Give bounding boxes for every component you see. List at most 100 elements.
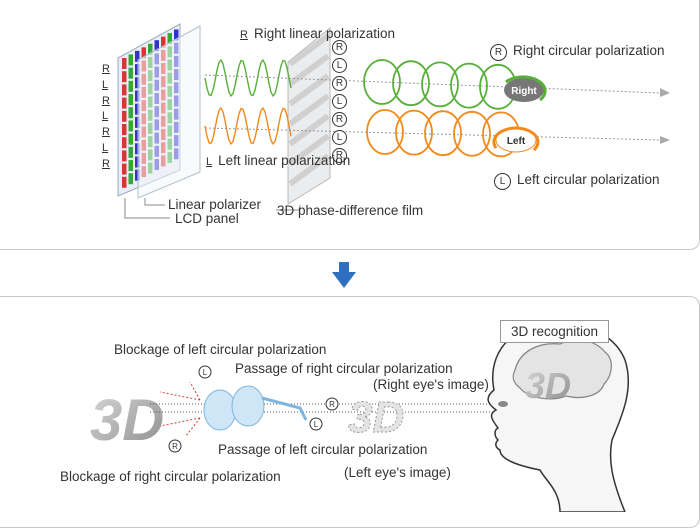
polarizer-leader bbox=[144, 198, 165, 206]
helix-loop bbox=[366, 109, 404, 155]
lcd-pixel bbox=[122, 58, 127, 69]
lcd-pixel bbox=[128, 173, 133, 185]
film-stripe bbox=[288, 113, 330, 147]
circle-marks: L R R L bbox=[168, 365, 339, 453]
right-eye-image-label: (Right eye's image) bbox=[373, 377, 489, 392]
3d-glasses bbox=[203, 385, 308, 431]
flow-arrow bbox=[332, 262, 356, 288]
helix-loop bbox=[395, 109, 433, 156]
lcd-pixel bbox=[128, 133, 133, 145]
lcd-pixel bbox=[128, 107, 133, 119]
lcd-polarization-panel bbox=[0, 0, 700, 250]
row-label: L bbox=[102, 110, 109, 123]
row-label: L bbox=[102, 141, 109, 154]
film-stripes bbox=[288, 33, 330, 187]
film-stripe bbox=[288, 153, 330, 187]
row-label: L bbox=[102, 78, 109, 91]
helix-loop bbox=[450, 62, 488, 109]
film-mark: L bbox=[332, 58, 347, 73]
svg-text:R: R bbox=[329, 400, 335, 409]
red-blocked-arrows bbox=[159, 381, 201, 437]
film-stripe bbox=[288, 73, 330, 107]
lcd-pixel bbox=[122, 97, 127, 109]
linear-polarizer bbox=[137, 25, 201, 199]
lcd-pixel bbox=[128, 80, 133, 92]
lcd-pixel bbox=[128, 67, 133, 79]
lcd-panel-label: LCD panel bbox=[175, 211, 239, 226]
film-mark: R bbox=[332, 40, 347, 55]
lcd-pixel bbox=[141, 47, 146, 59]
row-label: R bbox=[102, 157, 110, 170]
lcd-pixel bbox=[135, 90, 140, 102]
lcd-pixel bbox=[122, 150, 127, 162]
film-stripe bbox=[288, 53, 330, 87]
lcd-pixel bbox=[135, 143, 140, 155]
passage-left-label: Passage of left circular polarization bbox=[218, 442, 428, 457]
lcd-leader bbox=[124, 198, 170, 219]
lcd-pixel bbox=[122, 84, 127, 96]
lcd-pixel bbox=[135, 130, 140, 142]
svg-text:L: L bbox=[314, 420, 319, 429]
lcd-pixel bbox=[135, 103, 140, 115]
left-badge: Left bbox=[492, 126, 540, 153]
helix-loop bbox=[363, 59, 401, 105]
row-label: R bbox=[102, 63, 110, 75]
lcd-pixel bbox=[128, 146, 133, 158]
lcd-pixel bbox=[128, 94, 133, 106]
blockage-right-label: Blockage of right circular polarization bbox=[60, 469, 281, 484]
passage-right-label: Passage of right circular polarization bbox=[235, 361, 453, 376]
linear-polarizer-label: Linear polarizer bbox=[168, 197, 262, 212]
lcd-pixel bbox=[122, 163, 127, 175]
film-stripe bbox=[288, 133, 330, 167]
film-stripe bbox=[288, 33, 330, 67]
lcd-pixel bbox=[135, 50, 140, 62]
green-axis bbox=[204, 74, 661, 94]
orange-axis-arrowhead bbox=[660, 136, 670, 144]
film-mark: R bbox=[332, 148, 347, 163]
film-mark: L bbox=[332, 94, 347, 109]
lcd-pixel bbox=[128, 120, 133, 132]
lcd-pixel bbox=[135, 64, 140, 76]
lcd-pixel bbox=[122, 110, 127, 122]
lcd-pixel bbox=[122, 124, 127, 135]
green-axis-arrowhead bbox=[660, 88, 670, 97]
svg-text:Left: Left bbox=[507, 136, 526, 147]
green-circular-helix bbox=[363, 59, 517, 110]
left-eye-image-label: (Left eye's image) bbox=[344, 465, 451, 480]
lcd-pixel bbox=[161, 36, 166, 48]
lcd-pixel bbox=[154, 40, 159, 52]
lcd-pixel bbox=[167, 33, 172, 45]
film-mark: R bbox=[332, 112, 347, 127]
orange-circular-helix bbox=[366, 109, 520, 158]
svg-text:L: L bbox=[203, 368, 208, 377]
lcd-pixel bbox=[174, 29, 179, 41]
lcd-pixel bbox=[135, 77, 140, 89]
row-label: R bbox=[102, 126, 110, 139]
orange-linear-wave bbox=[204, 106, 292, 146]
helix-loop bbox=[421, 61, 459, 108]
brain-3d-text: 3D bbox=[525, 365, 571, 406]
left-3d-text: 3D bbox=[90, 388, 164, 453]
film-leader bbox=[276, 205, 301, 211]
lcd-pixel bbox=[128, 160, 133, 172]
film-stripe bbox=[288, 93, 330, 127]
diagram-graphics: Right Left 3D 3D bbox=[90, 23, 670, 512]
lcd-pixel bbox=[122, 71, 127, 83]
blockage-left-label: Blockage of left circular polarization bbox=[114, 342, 327, 357]
lcd-pixel bbox=[135, 156, 140, 168]
right-3d-text: 3D bbox=[348, 393, 404, 442]
head-silhouette: 3D bbox=[487, 322, 630, 512]
helix-loop bbox=[424, 110, 462, 157]
lcd-pixel bbox=[135, 169, 140, 181]
film-label: 3D phase-difference film bbox=[277, 203, 424, 218]
svg-text:R: R bbox=[172, 442, 178, 451]
svg-text:Right: Right bbox=[511, 86, 537, 97]
lcd-pixel bbox=[122, 176, 127, 188]
